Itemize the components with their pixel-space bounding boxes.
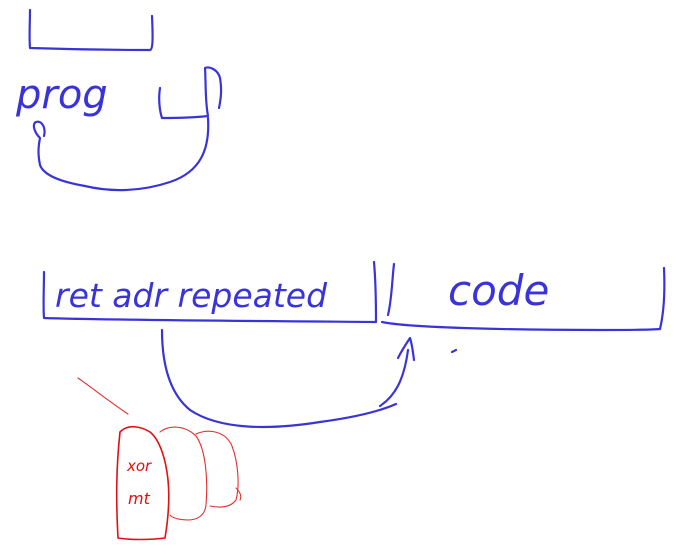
red-layer-3: [195, 430, 239, 508]
red-layer-3-tail: [235, 487, 242, 501]
red-top-label: xor: [126, 457, 152, 475]
divider-stroke: [386, 262, 396, 317]
red-sketch: xor mt: [77, 377, 242, 541]
left-box-stroke: [42, 260, 378, 324]
red-layer-2: [159, 426, 208, 521]
code-label: code: [448, 266, 549, 315]
right-bracket-stroke: [158, 66, 223, 120]
red-main-shape: [115, 425, 170, 541]
buffer-diagram: ret adr repeated code: [42, 260, 666, 429]
red-pointer-line: [77, 377, 129, 415]
prog-diagram: prog: [15, 8, 223, 192]
upper-box-stroke: [28, 8, 154, 52]
red-bottom-label: mt: [128, 489, 151, 508]
loop-arrow-stroke: [32, 116, 210, 192]
arrowhead-stroke: [396, 336, 416, 362]
stray-mark: [450, 348, 458, 354]
right-box-stroke: [380, 266, 666, 332]
ret-addr-repeated-label: ret adr repeated: [55, 276, 328, 315]
prog-label: prog: [15, 72, 108, 118]
curved-arrow-rise-stroke: [378, 348, 410, 408]
curved-arrow-stroke: [160, 328, 398, 429]
